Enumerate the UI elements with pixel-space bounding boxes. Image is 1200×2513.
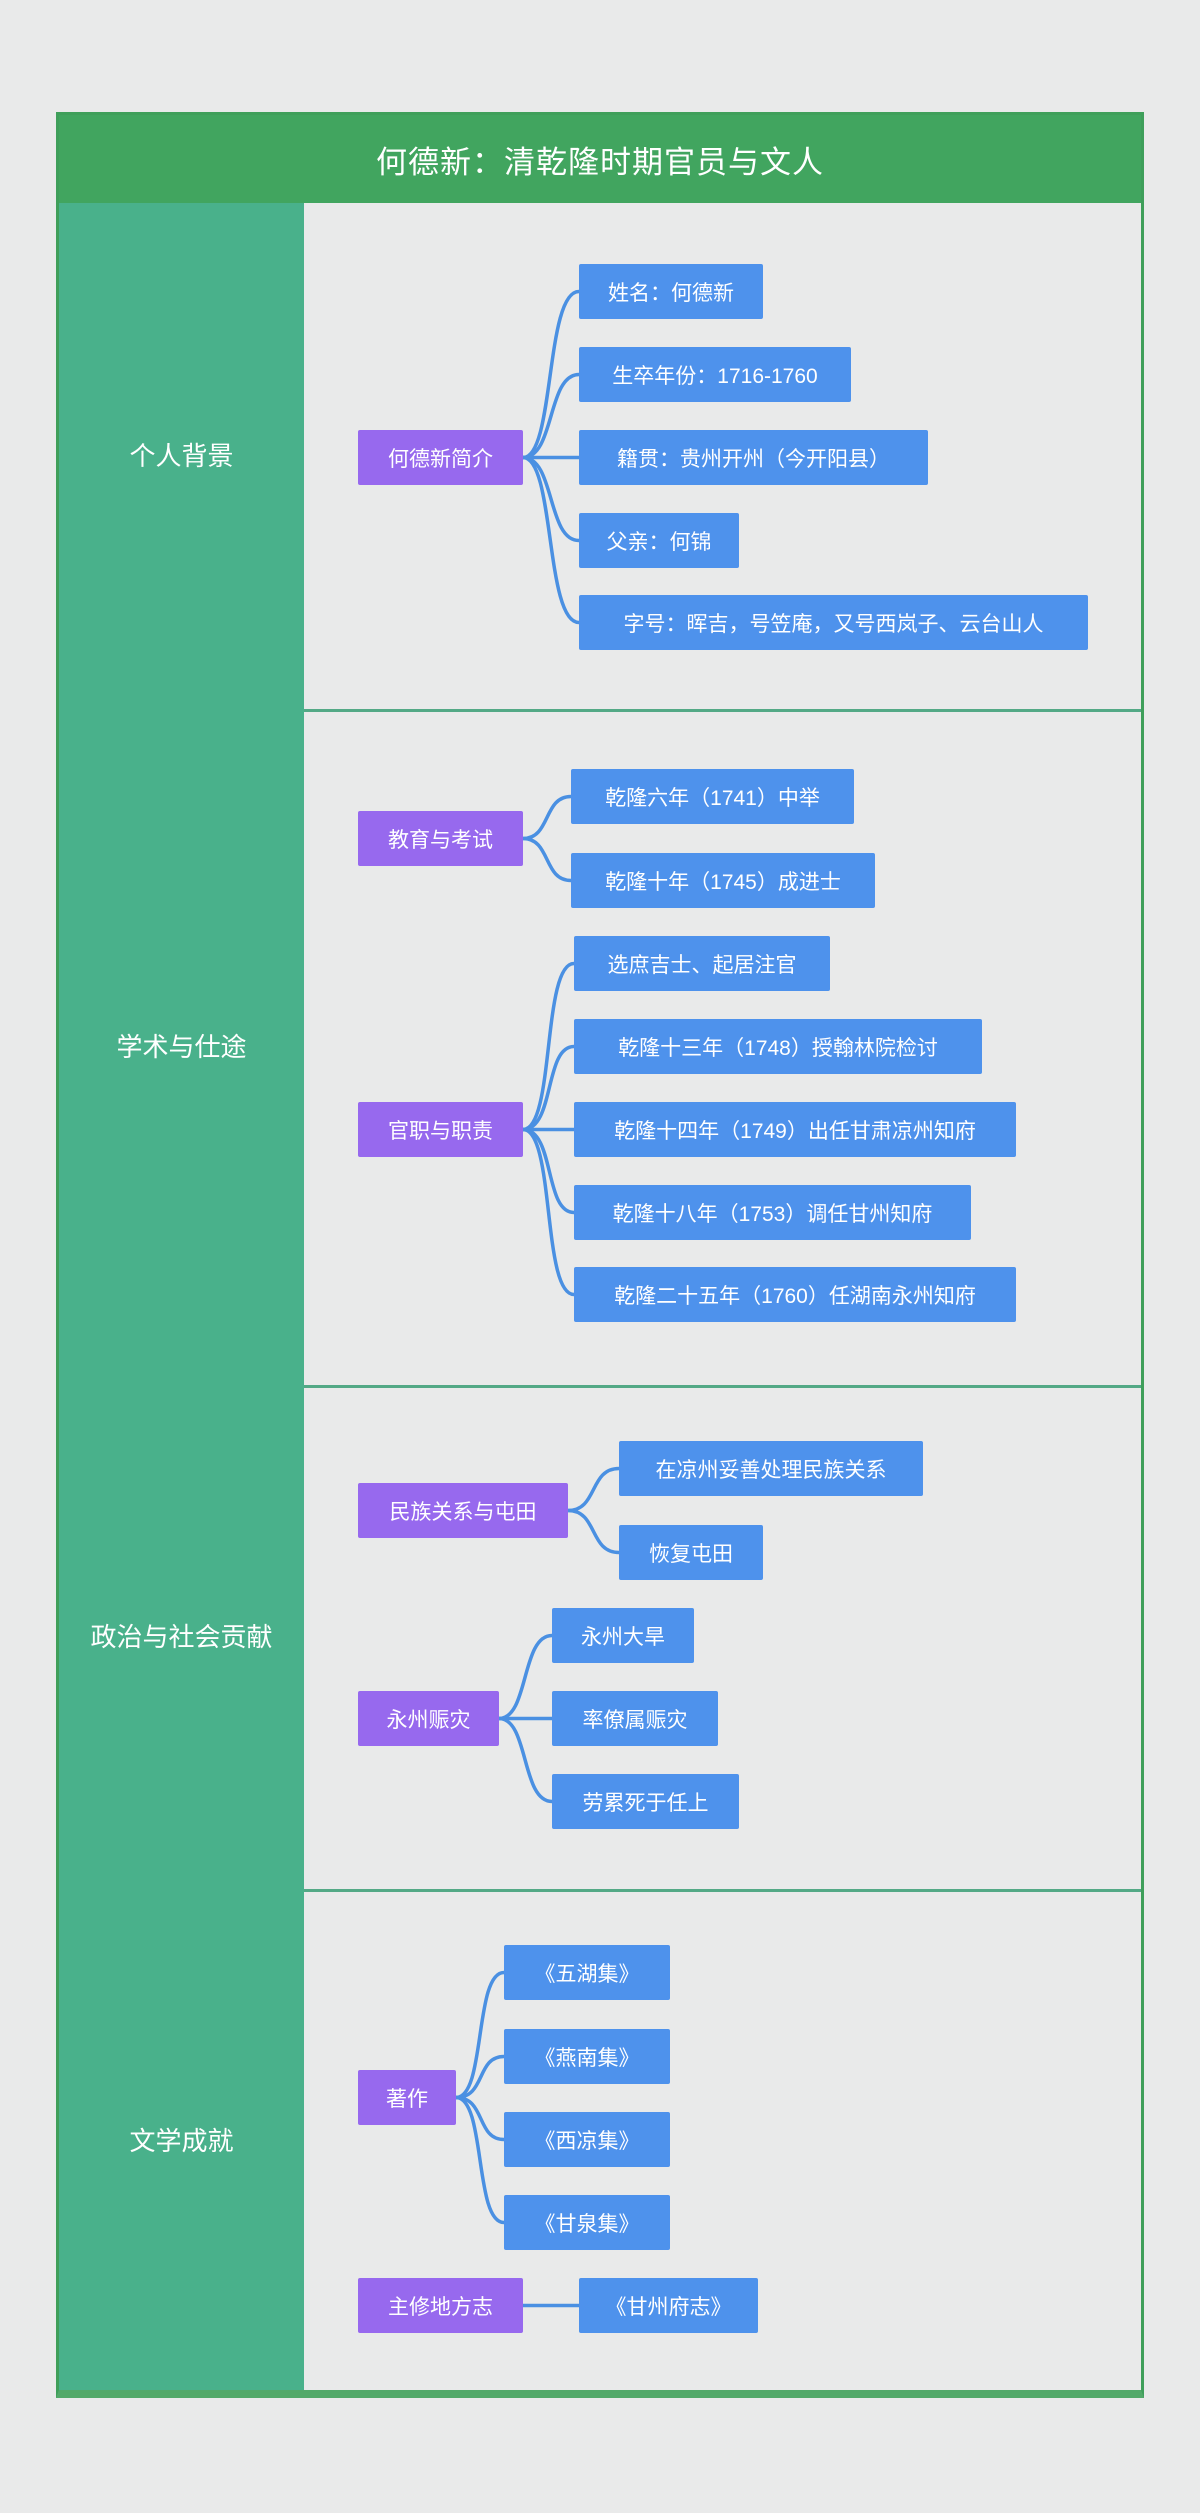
leaf-liangzhou-1749[interactable]: 乾隆十四年（1749）出任甘肃凉州知府	[574, 1102, 1016, 1157]
branch-profile[interactable]: 何德新简介	[358, 430, 523, 485]
branch-works[interactable]: 著作	[358, 2070, 456, 2125]
branch-education-exams[interactable]: 教育与考试	[358, 811, 523, 866]
leaf-native-place[interactable]: 籍贯：贵州开州（今开阳县）	[579, 430, 928, 485]
sidebar	[59, 203, 304, 2390]
branch-local-gazetteer[interactable]: 主修地方志	[358, 2278, 523, 2333]
leaf-ethnic-relations[interactable]: 在凉州妥善处理民族关系	[619, 1441, 923, 1496]
branch-ethnic-relations-tuntian[interactable]: 民族关系与屯田	[358, 1483, 568, 1538]
leaf-hanlin-1748[interactable]: 乾隆十三年（1748）授翰林院检讨	[574, 1019, 982, 1074]
sidebar-section-academic-career: 学术与仕途	[116, 1032, 247, 1062]
sidebar-section-political-social: 政治与社会贡献	[90, 1622, 273, 1652]
branch-yongzhou-relief[interactable]: 永州赈灾	[358, 1691, 499, 1746]
leaf-drought[interactable]: 永州大旱	[552, 1608, 694, 1663]
leaf-lead-relief[interactable]: 率僚属赈灾	[552, 1691, 718, 1746]
mindmap-canvas: 何德新：清乾隆时期官员与文人 个人背景 学术与仕途 政治与社会贡献 文学成就 何…	[56, 112, 1144, 2398]
leaf-ganquan-ji[interactable]: 《甘泉集》	[504, 2195, 670, 2250]
leaf-father[interactable]: 父亲：何锦	[579, 513, 739, 568]
leaf-ganzhou-1753[interactable]: 乾隆十八年（1753）调任甘州知府	[574, 1185, 971, 1240]
header-bar: 何德新：清乾隆时期官员与文人	[59, 115, 1141, 203]
leaf-yongzhou-1760[interactable]: 乾隆二十五年（1760）任湖南永州知府	[574, 1267, 1016, 1322]
leaf-juren-1741[interactable]: 乾隆六年（1741）中举	[571, 769, 854, 824]
section-divider-2	[304, 1385, 1141, 1388]
sidebar-section-literary: 文学成就	[129, 2126, 234, 2156]
section-divider-1	[304, 709, 1141, 712]
leaf-courtesy-names[interactable]: 字号：晖吉，号笠庵，又号西岚子、云台山人	[579, 595, 1088, 650]
leaf-restore-tuntian[interactable]: 恢复屯田	[619, 1525, 763, 1580]
page-title: 何德新：清乾隆时期官员与文人	[376, 144, 824, 180]
leaf-birth-death[interactable]: 生卒年份：1716-1760	[579, 347, 851, 402]
section-divider-3	[304, 1889, 1141, 1892]
leaf-shujishi[interactable]: 选庶吉士、起居注官	[574, 936, 830, 991]
leaf-xiliang-ji[interactable]: 《西凉集》	[504, 2112, 670, 2167]
leaf-died-in-office[interactable]: 劳累死于任上	[552, 1774, 739, 1829]
leaf-name[interactable]: 姓名：何德新	[579, 264, 763, 319]
leaf-yannan-ji[interactable]: 《燕南集》	[504, 2029, 670, 2084]
branch-offices-duties[interactable]: 官职与职责	[358, 1102, 523, 1157]
leaf-ganzhou-fuzhi[interactable]: 《甘州府志》	[579, 2278, 758, 2333]
sidebar-section-personal-background: 个人背景	[129, 441, 234, 471]
leaf-wuhu-ji[interactable]: 《五湖集》	[504, 1945, 670, 2000]
leaf-jinshi-1745[interactable]: 乾隆十年（1745）成进士	[571, 853, 875, 908]
